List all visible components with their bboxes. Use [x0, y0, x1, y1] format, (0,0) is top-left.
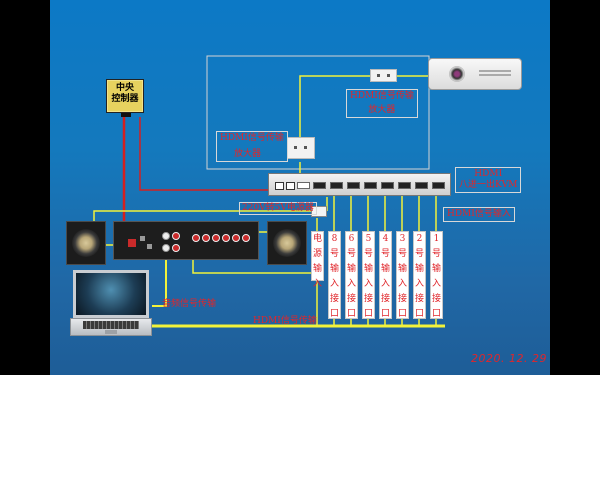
kvm-input-port [330, 182, 343, 189]
kvm-input-port [381, 182, 394, 189]
kvm-output-port [297, 182, 310, 189]
diagram-date: 2020. 12. 29 [471, 352, 547, 365]
amp-speaker-terminal [202, 234, 210, 242]
wire-amp-to-power-port [192, 260, 317, 274]
wire-adapter-to-amp [93, 210, 311, 221]
kvm-input-port [415, 182, 428, 189]
controller-label-line1: 中央 [115, 83, 134, 93]
amp-jack [162, 232, 170, 240]
projector-extender-device [370, 69, 397, 82]
room-boundary [206, 55, 430, 170]
amp-jack [162, 244, 170, 252]
amp-power-port [128, 239, 136, 247]
audio-amplifier [113, 221, 259, 260]
wire-extender-to-projector [299, 75, 370, 137]
hdmi-kvm-switch [268, 173, 451, 196]
kvm-label: HDMI 八进一出KVM [455, 167, 522, 193]
right-letterbox [550, 0, 600, 375]
laptop-keyboard [70, 318, 152, 336]
room-extender-label: HDMI信号传输 放大器 [216, 131, 288, 162]
port-column-power: 电源输入 [311, 231, 324, 289]
controller-connector [121, 113, 131, 117]
power-adapter [311, 206, 327, 217]
left-letterbox [0, 0, 50, 375]
kvm-input-port [432, 182, 445, 189]
projector-lens [449, 66, 465, 82]
kvm-input-port [398, 182, 411, 189]
kvm-usb-port [286, 182, 295, 190]
kvm-input-port [364, 182, 377, 189]
right-speaker [267, 221, 307, 265]
left-speaker [66, 221, 106, 265]
audio-wire-laptop [152, 256, 167, 307]
laptop-touchpad [105, 330, 117, 334]
amp-speaker-terminal [222, 234, 230, 242]
projector-extender-label: HDMI信号传输 放大器 [346, 89, 418, 118]
control-wire-kvm [139, 117, 268, 191]
amp-speaker-terminal [212, 234, 220, 242]
control-wire-amplifier [122, 117, 129, 237]
hdmi-input-label: HDMI信号输入 [443, 207, 515, 222]
kvm-usb-port [275, 182, 284, 190]
amp-knob [140, 236, 145, 241]
kvm-input-port [313, 182, 326, 189]
room-extender-device [287, 137, 315, 159]
laptop-screen [73, 270, 149, 318]
hdmi-transfer-label: HDMI信号传输 [253, 316, 317, 326]
amp-jack [172, 244, 180, 252]
central-controller: 中央 控制器 [106, 79, 144, 113]
projector-image [428, 58, 522, 90]
adapter-label: 220V转5V电源器 [239, 202, 317, 215]
audio-transfer-label: 音频信号传输 [162, 299, 217, 309]
amp-jack [172, 232, 180, 240]
speaker-cone [72, 229, 100, 257]
laptop-keys [83, 321, 139, 329]
amp-knob [147, 244, 152, 249]
controller-label-line2: 控制器 [111, 94, 139, 104]
amp-speaker-terminal [192, 234, 200, 242]
amp-speaker-terminal [242, 234, 250, 242]
kvm-input-port [347, 182, 360, 189]
projector-vent [479, 70, 511, 72]
speaker-cone [273, 229, 301, 257]
amp-speaker-terminal [232, 234, 240, 242]
